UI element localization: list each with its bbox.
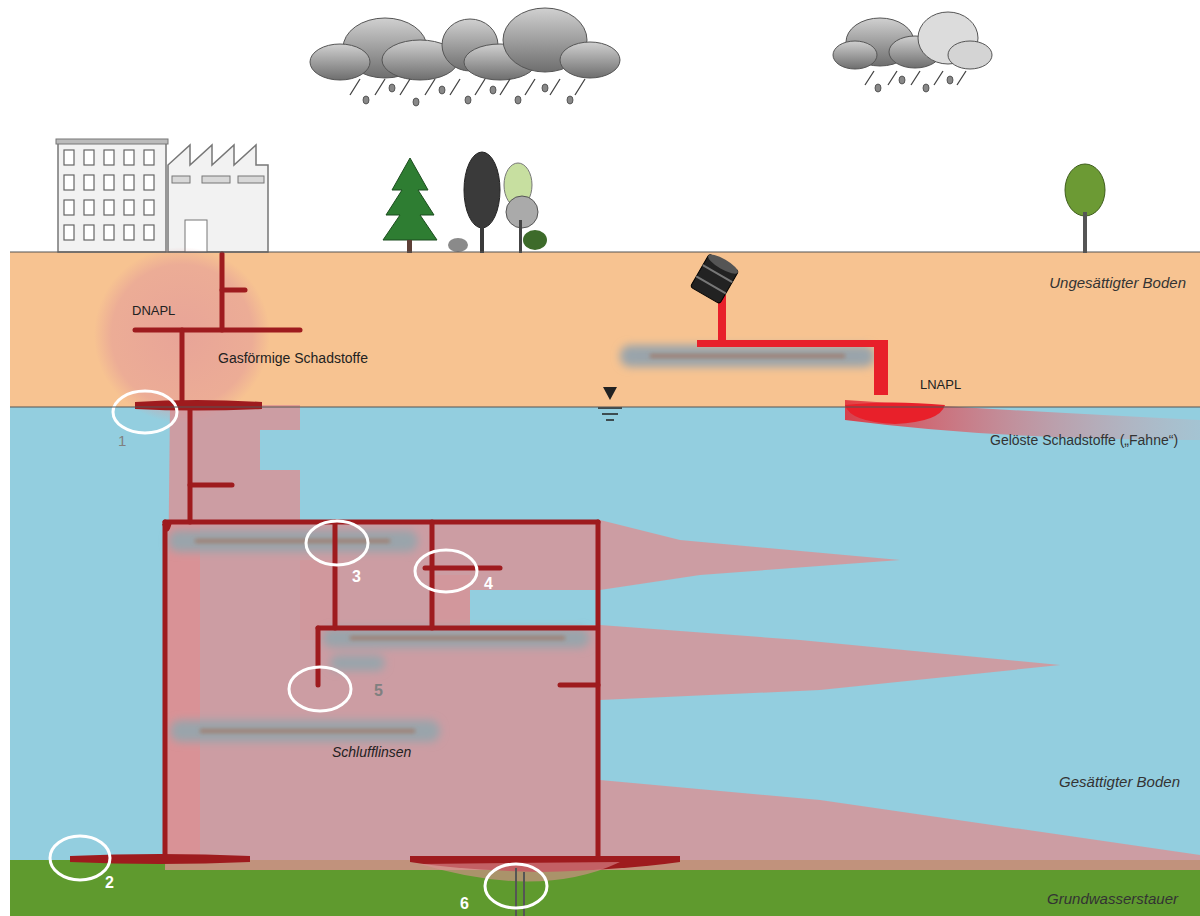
lnapl-spill (690, 251, 1200, 440)
window (124, 150, 134, 165)
zone-label: Grundwasserstauer (1047, 890, 1178, 907)
dissolved-plume (165, 405, 1200, 870)
window (144, 225, 154, 240)
window (144, 175, 154, 190)
silt-lenses (168, 345, 875, 742)
rain-clouds (310, 8, 992, 106)
window (64, 225, 74, 240)
window (84, 175, 94, 190)
callout-circles (50, 391, 547, 908)
window (144, 150, 154, 165)
callout-number: 2 (105, 874, 114, 892)
lens-label: Schlufflinsen (332, 744, 411, 760)
substance-label: DNAPL (132, 304, 175, 319)
window (144, 200, 154, 215)
window (84, 150, 94, 165)
factory-hall (168, 145, 268, 252)
substance-label: Gasförmige Schadstoffe (218, 350, 368, 366)
callout-number: 4 (484, 575, 493, 593)
callout-number: 6 (460, 895, 469, 913)
callout-number: 3 (352, 568, 361, 586)
zone-label: Ungesättigter Boden (1049, 274, 1186, 291)
window (104, 150, 114, 165)
office-building (56, 139, 168, 252)
window (64, 175, 74, 190)
dnapl-channels (135, 254, 598, 858)
zone-boundaries (10, 252, 1200, 407)
zone-label: Gesättigter Boden (1059, 773, 1180, 790)
window (84, 225, 94, 240)
trees (383, 152, 1105, 253)
dnapl-pools (70, 400, 680, 872)
callout-number: 1 (118, 432, 126, 449)
window (124, 175, 134, 190)
window (104, 225, 114, 240)
callout-number: 5 (374, 682, 383, 700)
window (84, 200, 94, 215)
window (104, 175, 114, 190)
window (104, 200, 114, 215)
plume-label: Gelöste Schadstoffe („Fahne“) (990, 432, 1178, 448)
water-table-symbol (598, 387, 622, 420)
window (124, 225, 134, 240)
window (64, 150, 74, 165)
window (64, 200, 74, 215)
window (124, 200, 134, 215)
substance-label: LNAPL (920, 378, 961, 393)
gas-cloud (94, 247, 270, 423)
